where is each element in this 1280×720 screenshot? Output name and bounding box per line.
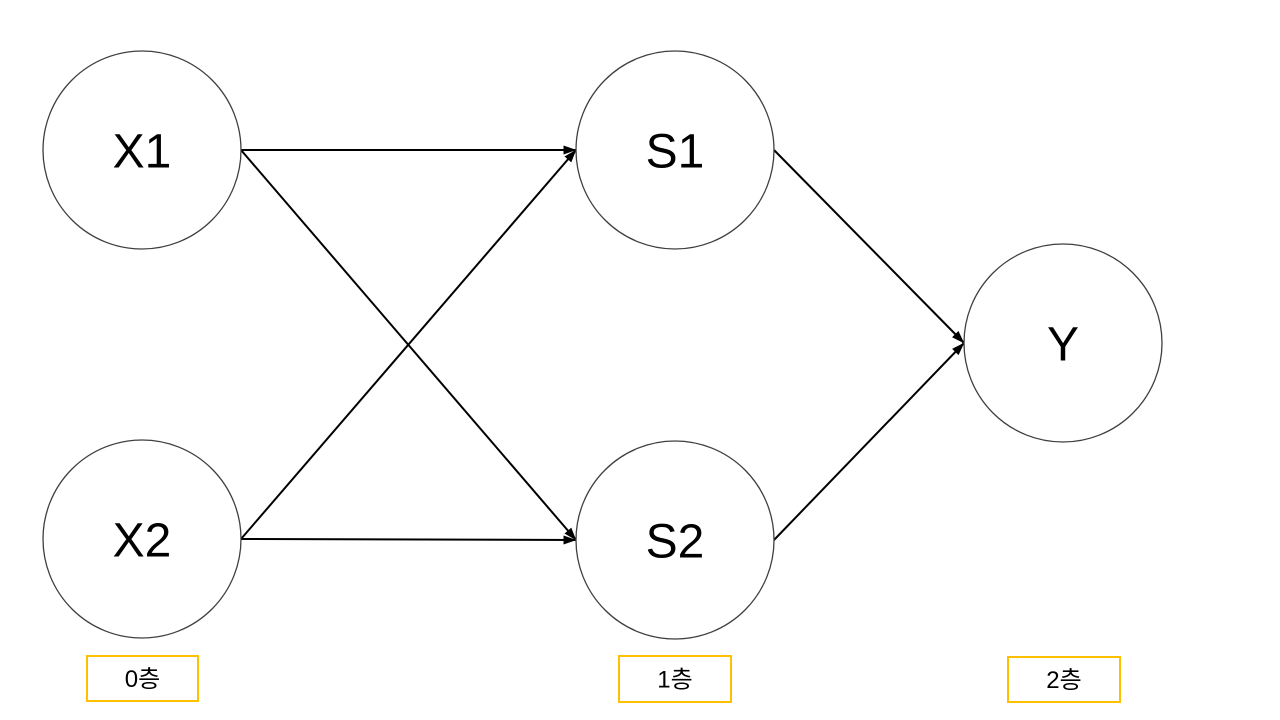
node-S1: S1 (575, 50, 775, 250)
node-S2-label: S2 (646, 516, 705, 569)
node-X1-label: X1 (113, 126, 172, 179)
layer-label-1: 1층 (618, 655, 732, 703)
layer-label-1-box (618, 655, 732, 703)
node-X2-label: X2 (113, 515, 172, 568)
node-X2: X2 (42, 439, 242, 639)
node-S2-circle (575, 440, 775, 640)
node-X2-circle (42, 439, 242, 639)
layer-label-1-text: 1층 (657, 667, 692, 694)
layer-label-2: 2층 (1007, 656, 1121, 703)
node-Y-circle (963, 243, 1163, 443)
node-S1-label: S1 (646, 126, 705, 179)
node-X1: X1 (42, 50, 242, 250)
edges-layer (240, 145, 965, 545)
node-S1-circle (575, 50, 775, 250)
layer-label-0-text: 0층 (125, 666, 160, 693)
node-S2: S2 (575, 440, 775, 640)
layer-labels: 0층 1층 2층 (86, 655, 1121, 703)
edge-X2-S1-arrow (240, 149, 577, 540)
node-Y-label: Y (1047, 319, 1079, 372)
layer-label-2-text: 2층 (1046, 667, 1081, 694)
node-X1-circle (42, 50, 242, 250)
node-Y: Y (963, 243, 1163, 443)
edge-X2-S2-arrow (240, 535, 577, 545)
edge-S1-Y-arrow (773, 149, 965, 344)
layer-label-0: 0층 (86, 655, 199, 702)
edge-S2-Y-arrow (773, 342, 965, 541)
layer-label-0-box (86, 655, 199, 702)
layer-label-2-box (1007, 656, 1121, 703)
